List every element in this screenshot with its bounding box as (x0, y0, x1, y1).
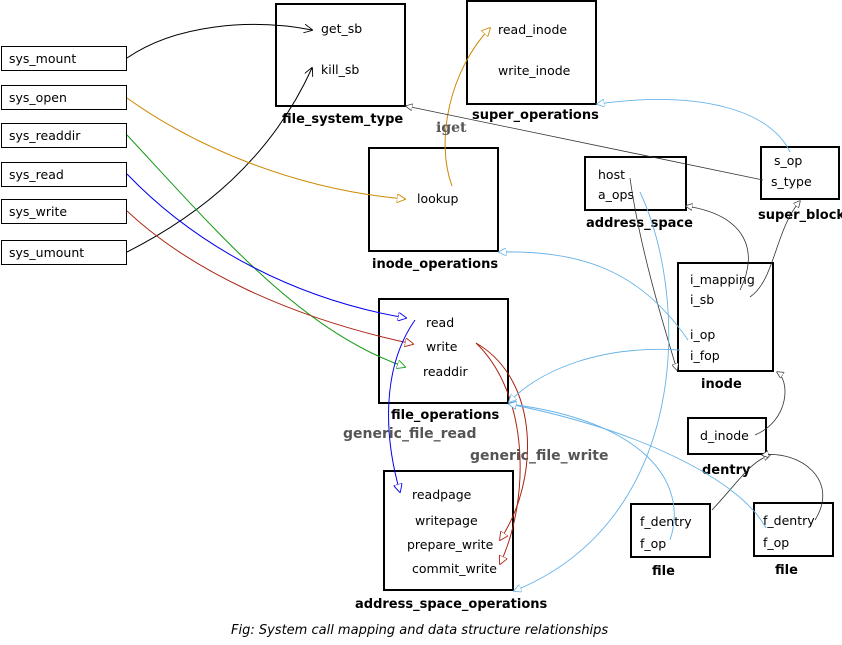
syscall-label: sys_mount (9, 51, 77, 66)
field-kill-sb: kill_sb (321, 62, 360, 77)
edge-generic-file-read (388, 319, 416, 492)
label-generic-file-write: generic_file_write (470, 448, 609, 464)
field-readpage: readpage (412, 487, 472, 502)
edge-generic-write-commit (475, 342, 521, 564)
field-lookup: lookup (417, 191, 459, 206)
syscall-label: sys_umount (9, 245, 85, 260)
field-read-inode: read_inode (498, 22, 568, 37)
address-space-operations-title: address_space_operations (355, 597, 548, 612)
edge-open-lookup (126, 97, 405, 199)
edge-host (629, 177, 677, 370)
inode-title: inode (701, 377, 742, 392)
super-operations-title: super_operations (472, 108, 599, 123)
dentry-title: dentry (702, 463, 751, 478)
field-writepage: writepage (415, 513, 478, 528)
field-d-inode: d_inode (700, 428, 749, 443)
field-write-inode: write_inode (498, 63, 571, 78)
syscall-label: sys_open (9, 90, 67, 105)
field-readdir: readdir (423, 364, 468, 379)
edge-file1-f-op (509, 404, 675, 541)
field-f-op: f_op (763, 535, 790, 550)
label-iget: iget (436, 120, 467, 136)
edge-file2-f-op (509, 404, 767, 529)
edge-iget (444, 28, 490, 187)
syscall-sys-readdir: sys_readdir (1, 123, 127, 148)
field-i-fop: i_fop (690, 348, 720, 363)
address-space-operations-box: readpage writepage prepare_write commit_… (383, 470, 514, 591)
edge-generic-write-prepare (475, 342, 529, 540)
syscall-sys-umount: sys_umount (1, 240, 127, 265)
edge-i-fop (509, 348, 681, 402)
edge-i-sb (749, 201, 800, 298)
field-i-sb: i_sb (690, 292, 715, 307)
edge-s-op (597, 100, 791, 153)
syscall-sys-mount: sys_mount (1, 46, 127, 71)
field-f-dentry: f_dentry (640, 514, 692, 529)
file-box-2: f_dentry f_op (753, 502, 834, 557)
super-block-title: super_block (758, 208, 842, 223)
syscall-label: sys_read (9, 167, 64, 182)
figure-caption: Fig: System call mapping and data struct… (231, 623, 609, 638)
edge-write (126, 210, 413, 344)
field-i-op: i_op (690, 327, 716, 342)
label-generic-file-read: generic_file_read (343, 426, 477, 442)
field-read: read (426, 315, 455, 330)
edge-mount-get-sb (126, 25, 312, 59)
edge-read (126, 173, 406, 318)
file-title-1: file (652, 564, 675, 579)
field-s-type: s_type (771, 174, 812, 189)
edge-i-mapping (686, 206, 749, 291)
field-commit-write: commit_write (412, 561, 497, 576)
syscall-label: sys_readdir (9, 128, 81, 143)
file-title-2: file (775, 563, 798, 578)
edge-file2-dentry (762, 454, 824, 521)
file-box-1: f_dentry f_op (630, 503, 711, 558)
field-host: host (598, 167, 625, 182)
edge-umount-kill-sb (126, 68, 312, 253)
field-f-op: f_op (640, 536, 667, 551)
file-system-type-title: file_system_type (282, 112, 404, 127)
syscall-sys-write: sys_write (1, 199, 127, 224)
syscall-label: sys_write (9, 204, 68, 219)
syscall-sys-read: sys_read (1, 162, 127, 187)
super-operations-box: read_inode write_inode (466, 0, 597, 105)
edge-a-ops (514, 191, 670, 591)
syscall-sys-open: sys_open (1, 85, 127, 110)
edge-d-inode (754, 372, 786, 436)
edge-i-op (499, 252, 689, 341)
inode-operations-title: inode_operations (372, 257, 499, 272)
field-get-sb: get_sb (321, 21, 363, 36)
field-s-op: s_op (774, 153, 803, 168)
inode-operations-box: lookup (368, 147, 499, 252)
address-space-title: address_space (586, 216, 693, 231)
inode-box: i_mapping i_sb i_op i_fop (677, 262, 774, 372)
field-a-ops: a_ops (598, 187, 635, 202)
edge-readdir (126, 134, 405, 367)
dentry-box: d_inode (687, 417, 767, 455)
file-system-type-box: get_sb kill_sb (275, 3, 406, 107)
field-f-dentry: f_dentry (763, 513, 815, 528)
super-block-box: s_op s_type (760, 146, 840, 200)
field-prepare-write: prepare_write (407, 537, 494, 552)
field-write: write (426, 339, 458, 354)
file-operations-title: file_operations (391, 408, 500, 423)
edge-s-type (406, 106, 764, 181)
field-i-mapping: i_mapping (690, 272, 755, 287)
